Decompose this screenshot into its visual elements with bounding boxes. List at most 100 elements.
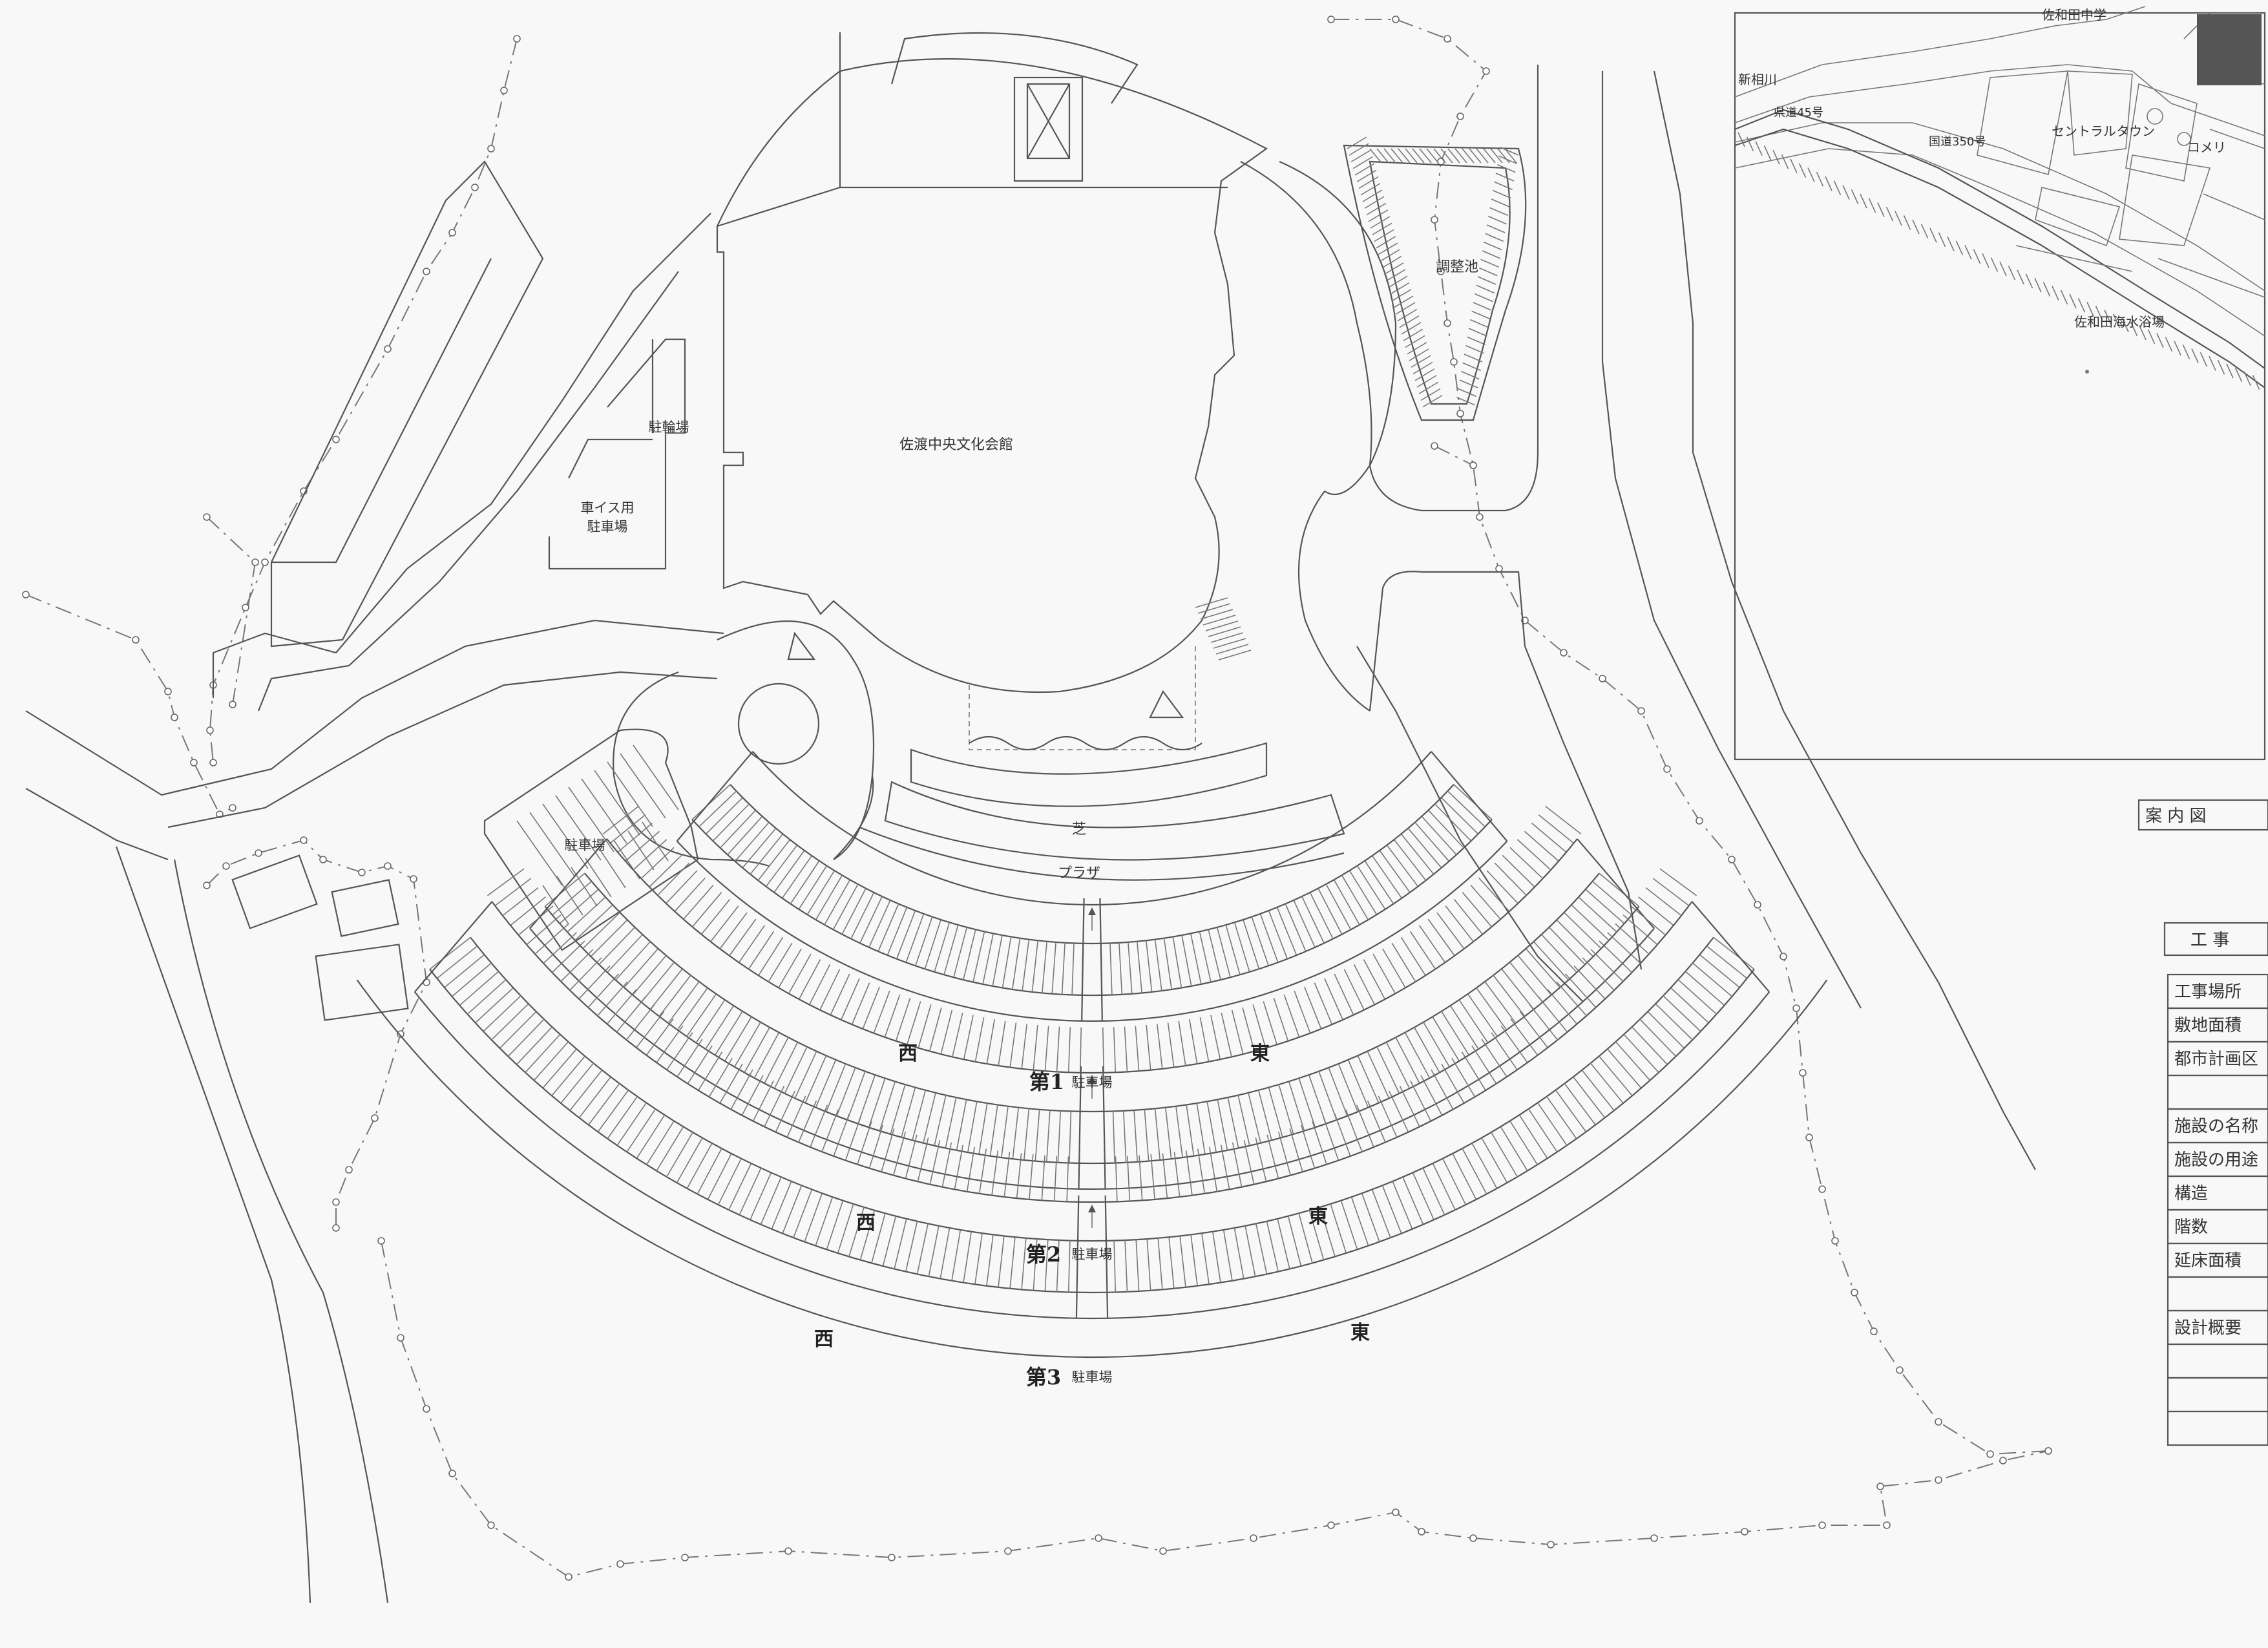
parking-stall-line	[1471, 1045, 1497, 1084]
building-label: 佐渡中央文化会館	[899, 437, 1013, 453]
boundary-post	[358, 869, 366, 876]
parking-stall-line	[1124, 1240, 1128, 1292]
parking-stall-line	[1451, 1057, 1476, 1097]
parking-stall-line	[1632, 1026, 1668, 1065]
boundary-post	[255, 849, 262, 857]
parking-stall-line	[1547, 989, 1578, 1025]
parking-stall-line	[700, 898, 731, 935]
parking-stall-line	[1471, 1143, 1498, 1189]
parking-stall-line	[1298, 1078, 1316, 1128]
parking-stall-line	[1486, 870, 1518, 904]
parking-stall-line	[1367, 1100, 1386, 1143]
parking-stall-line	[698, 1051, 723, 1091]
parking-stall-line	[1615, 923, 1650, 955]
parking-stall-line	[1001, 1106, 1009, 1158]
parking-stall-line	[1538, 997, 1568, 1033]
parking-stall-line	[895, 998, 911, 1042]
parking-stall-line	[1706, 945, 1748, 979]
parking-stall-line	[560, 949, 594, 982]
parking-stall-line	[1227, 1097, 1239, 1148]
boundary-post	[784, 1547, 792, 1555]
parking-stall-line	[1012, 1107, 1019, 1159]
boundary-post	[209, 759, 217, 766]
parking-stall-line	[1146, 1238, 1151, 1291]
parking-stall-line	[923, 1092, 936, 1143]
parking-stall-line	[1423, 1022, 1450, 1068]
parking-stall-line	[1150, 1154, 1155, 1199]
parking-stall-line	[871, 1213, 886, 1263]
lot-row-inner	[584, 872, 1600, 1113]
retention-pond	[1343, 136, 1527, 421]
boundary-post	[1999, 1457, 2007, 1464]
parking-stall-line	[1343, 969, 1365, 1011]
boundary-post	[565, 1573, 572, 1581]
parking-stall-line	[1216, 927, 1231, 978]
parking-stall-line	[1622, 914, 1658, 945]
boundary-post	[22, 591, 30, 598]
inset-school-label: 佐和田中学	[2042, 7, 2106, 23]
parking-stall-line	[1139, 1155, 1143, 1201]
parking-stall-line	[720, 810, 756, 849]
parking-stall-line	[1421, 816, 1457, 856]
parking-stall-line	[1053, 1156, 1057, 1201]
parking-stall-line	[1372, 954, 1396, 994]
parking-stall-line	[705, 797, 743, 834]
parking-stall-line	[1033, 1024, 1038, 1070]
parking-stall-line	[1338, 1063, 1359, 1112]
lot-inner-curb	[491, 901, 1693, 1203]
bicycle-parking-label: 駐輪場	[649, 419, 689, 435]
parking-stall-line	[784, 1046, 808, 1094]
lot-outer-curb	[414, 991, 1770, 1320]
parking-stall-line	[1217, 1099, 1228, 1151]
boundary-post	[1004, 1547, 1012, 1555]
parking-stall-line	[502, 887, 539, 916]
parking-stall-line	[773, 1042, 799, 1089]
boundary-post	[1450, 358, 1458, 366]
parking-stall-line	[1021, 1024, 1027, 1069]
parking-stall-line	[1381, 1185, 1402, 1234]
parking-stall-line	[475, 987, 514, 1024]
parking-stall-line	[616, 997, 646, 1033]
parking-stall-line	[551, 1055, 585, 1096]
parking-stall-line	[1051, 942, 1056, 994]
parking-stall-line	[1410, 1080, 1432, 1122]
parking-stall-line	[830, 973, 850, 1015]
parking-stall-line	[868, 1078, 886, 1128]
parking-stall-line	[1196, 1103, 1206, 1155]
parking-stall-line	[677, 1039, 703, 1077]
parking-stall-line	[1341, 874, 1369, 920]
parking-stall-line	[587, 973, 619, 1008]
parking-stall-line	[1518, 1114, 1548, 1159]
parking-stall-line	[1266, 1134, 1279, 1179]
parking-stall-line	[534, 923, 569, 955]
walkway-arrow-head	[1088, 1205, 1096, 1212]
parking-stall-line	[1115, 1156, 1118, 1202]
boundary-post	[1482, 67, 1490, 75]
parking-stall-line	[633, 839, 667, 871]
parking-stall-line	[578, 966, 611, 1000]
parking-stall-line	[1441, 1063, 1465, 1104]
parking-stall-line	[929, 1007, 942, 1051]
title-block-row-label: 延床面積	[2174, 1251, 2242, 1271]
parking-stall-line	[1393, 839, 1427, 881]
lot-end-cap	[1431, 751, 1508, 842]
boundary-post	[397, 1334, 404, 1342]
parking-stall-line	[1436, 912, 1465, 949]
site-boundary	[25, 19, 2049, 1578]
parking-stall-line	[1607, 932, 1641, 964]
parking-stall-line	[1232, 1142, 1243, 1187]
parking-stall-line	[1500, 1126, 1528, 1172]
parking-stall-line	[1325, 883, 1352, 930]
parking-stall-line	[750, 833, 784, 875]
lot-2-west: 西	[856, 1212, 876, 1234]
boundary-post	[448, 1470, 456, 1477]
title-block-row-label: 設計概要	[2174, 1318, 2242, 1338]
parking-stall-line	[525, 1033, 561, 1073]
parking-stall-line	[741, 1075, 764, 1116]
boundary-post	[1663, 765, 1671, 773]
parking-stall-line	[1382, 948, 1406, 988]
parking-stall-line	[1251, 916, 1269, 966]
south-perimeter-road	[356, 979, 1828, 1358]
lot-inner-curb	[752, 751, 1432, 906]
central-walkway-edge	[1099, 898, 1103, 1021]
